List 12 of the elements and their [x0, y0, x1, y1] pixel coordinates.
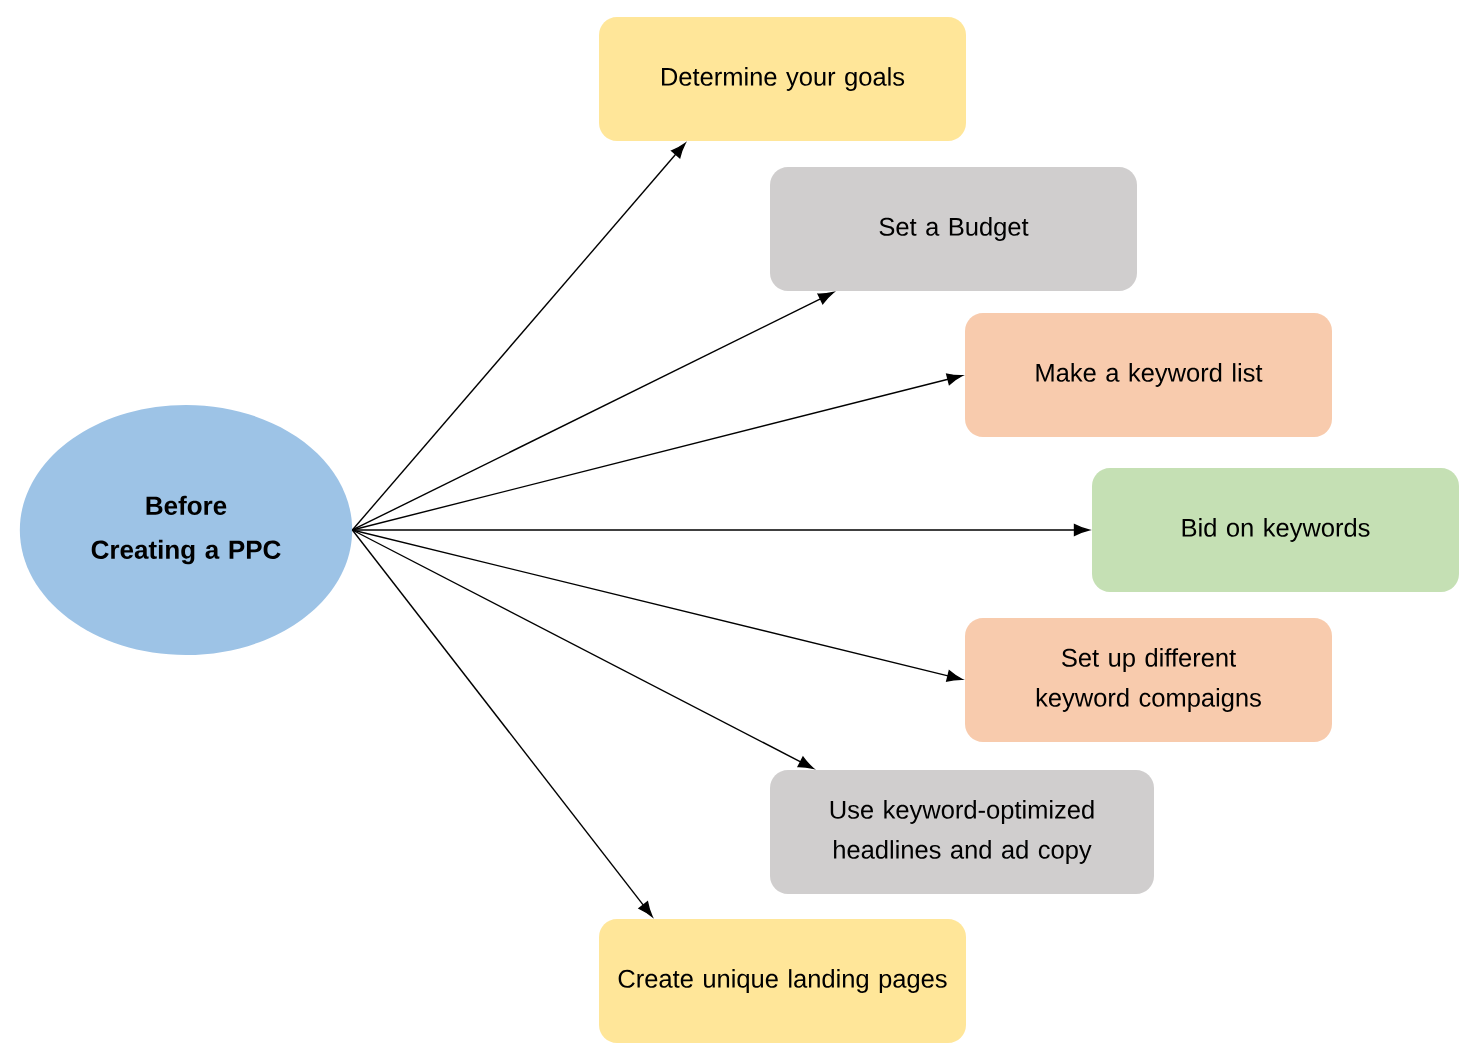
step-box: Create unique landing pages — [599, 919, 966, 1043]
arrow — [351, 529, 963, 682]
step-box: Set up different keyword compaigns — [965, 618, 1332, 742]
arrow — [351, 142, 686, 531]
step-box: Set a Budget — [770, 167, 1137, 291]
step-box: Determine your goals — [599, 17, 966, 141]
arrow — [351, 529, 814, 770]
step-box: Bid on keywords — [1092, 468, 1459, 592]
arrow — [351, 291, 834, 531]
step-box: Make a keyword list — [965, 313, 1332, 437]
step-box: Use keyword-optimized headlines and ad copy — [770, 770, 1154, 894]
arrow — [351, 529, 653, 918]
